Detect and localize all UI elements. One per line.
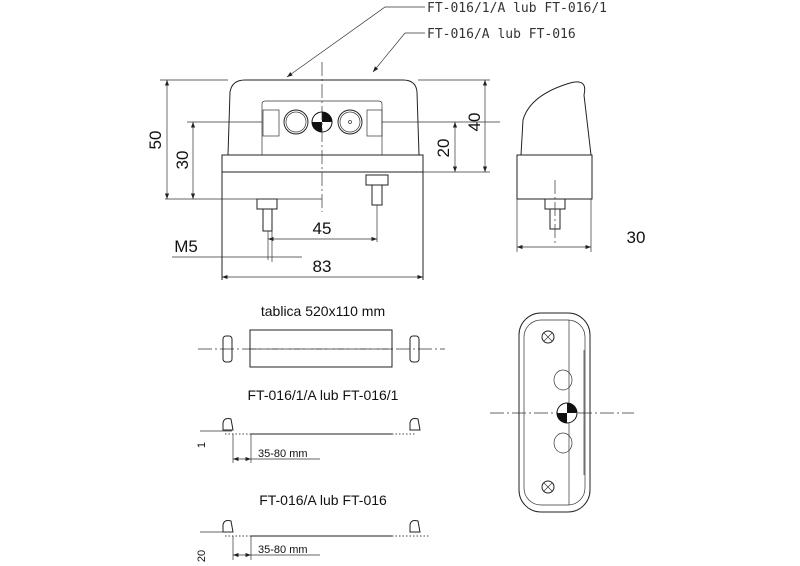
lens-right-icon <box>337 109 363 135</box>
lamp-left-icon <box>222 335 233 363</box>
dim-30-depth: 30 <box>627 228 646 247</box>
lens-left-icon <box>283 109 309 135</box>
leader-top: FT-016/1/A lub FT-016/1 <box>286 1 607 78</box>
variant-2-diagram <box>200 520 430 560</box>
dimension-lines <box>160 79 500 280</box>
leader-second-label: FT-016/A lub FT-016 <box>427 27 576 42</box>
e-mark-left-icon <box>262 109 280 137</box>
dim-83: 83 <box>313 257 332 276</box>
e-mark-right-icon <box>366 109 383 137</box>
plate-title: tablica 520x110 mm <box>261 303 385 319</box>
leader-top-label: FT-016/1/A lub FT-016/1 <box>427 1 607 16</box>
center-mark-icon <box>311 111 333 133</box>
dim-40: 40 <box>465 113 484 132</box>
top-view <box>490 312 634 513</box>
top-center-mark-icon <box>556 402 578 424</box>
variant-1-range: 35-80 mm <box>258 448 308 460</box>
dim-50: 50 <box>146 131 165 150</box>
dim-20: 20 <box>434 139 453 158</box>
front-view <box>165 62 424 280</box>
variant-1-offset: 1 <box>196 442 208 448</box>
variant-1-diagram <box>200 418 421 463</box>
variant-2-range: 35-80 mm <box>258 544 308 556</box>
leader-second: FT-016/A lub FT-016 <box>372 27 576 73</box>
bolt-right <box>365 174 389 206</box>
dim-30-mount: 30 <box>173 151 192 170</box>
variant-2-title: FT-016/A lub FT-016 <box>259 492 387 508</box>
screw-bottom-icon <box>541 480 555 494</box>
dim-m5: M5 <box>174 237 198 256</box>
plate-diagram <box>198 329 445 368</box>
bolt-left <box>256 198 278 232</box>
variant-2-offset: 20 <box>196 550 208 562</box>
lamp-right-icon <box>409 335 420 363</box>
dim-45: 45 <box>313 219 332 238</box>
screw-top-icon <box>541 330 555 344</box>
side-view <box>516 81 593 252</box>
variant-1-title: FT-016/1/A lub FT-016/1 <box>248 387 399 403</box>
